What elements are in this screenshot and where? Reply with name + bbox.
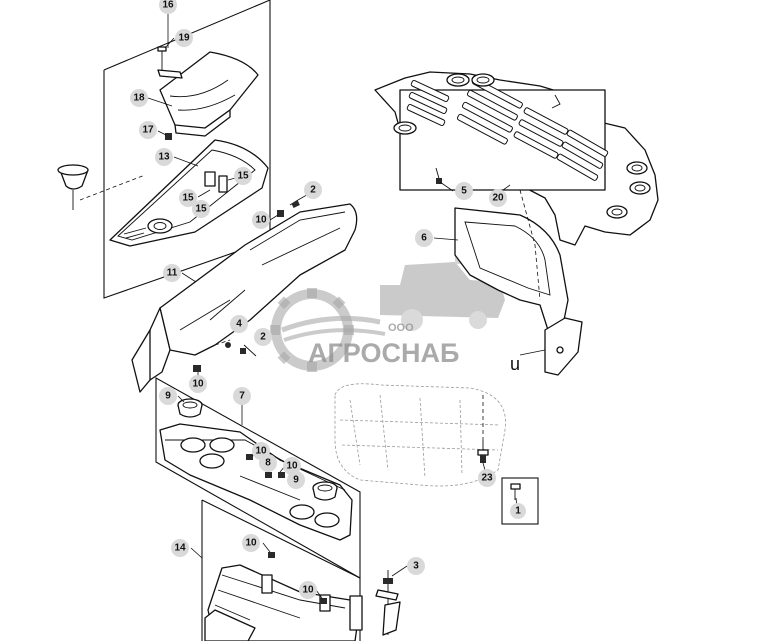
svg-text:1: 1 [515,506,521,517]
knob-part[interactable] [57,164,146,210]
callout-15-b[interactable]: 15 [179,189,197,207]
callout-2-lower[interactable]: 2 [254,328,272,346]
side-panel-part[interactable] [454,207,583,376]
svg-text:2: 2 [310,185,316,196]
watermark-prefix: ООО [388,322,414,334]
callout-7[interactable]: 7 [233,387,251,405]
callout-11[interactable]: 11 [163,264,181,282]
callout-5[interactable]: 5 [455,182,473,200]
svg-text:8: 8 [265,458,271,469]
rear-deck-part[interactable] [374,71,659,246]
callout-19[interactable]: 19 [175,29,193,47]
svg-text:10: 10 [255,446,267,457]
svg-text:5: 5 [461,186,467,197]
svg-text:18: 18 [133,93,145,104]
callout-2-upper[interactable]: 2 [304,181,322,199]
svg-text:4: 4 [236,319,242,330]
callout-18[interactable]: 18 [130,89,148,107]
svg-text:10: 10 [302,585,314,596]
callout-20[interactable]: 20 [489,189,507,207]
watermark-name: АГРОСНАБ [308,338,459,368]
nut-part-17[interactable] [165,133,172,140]
pin-part-4[interactable] [214,339,231,348]
callout-15-c[interactable]: 15 [192,200,210,218]
svg-text:20: 20 [492,193,504,204]
lower-tray-part[interactable] [204,564,363,641]
callout-4[interactable]: 4 [230,315,248,333]
callout-8[interactable]: 8 [259,454,277,472]
screw-part-5[interactable] [435,167,442,184]
svg-text:3: 3 [413,561,419,572]
callout-10-console[interactable]: 10 [189,375,207,393]
callout-labels: 16 19 18 17 13 15 15 15 [130,0,526,599]
callout-16[interactable]: 16 [159,0,177,14]
svg-text:15: 15 [182,193,194,204]
pin-part-2-lower[interactable] [240,344,257,357]
stray-letter: u [510,354,520,374]
svg-text:16: 16 [162,0,174,11]
callout-9-lower[interactable]: 9 [287,471,305,489]
svg-text:15: 15 [195,204,207,215]
svg-text:2: 2 [260,332,266,343]
svg-text:10: 10 [286,461,298,472]
callout-17[interactable]: 17 [139,121,157,139]
gear-logo-icon [270,288,386,372]
deck-cupholders [393,73,651,219]
svg-text:15: 15 [237,171,249,182]
callout-10-upper[interactable]: 10 [252,211,270,229]
svg-text:11: 11 [167,268,178,279]
callout-10-panel-b[interactable]: 10 [283,457,301,475]
callout-10-tray-a[interactable]: 10 [242,534,260,552]
side-console-panel-part[interactable] [131,203,358,393]
callout-13[interactable]: 13 [155,148,173,166]
clip-part-10-upper[interactable] [277,210,284,217]
callout-14[interactable]: 14 [171,539,189,557]
callout-9-upper[interactable]: 9 [159,387,177,405]
screw-part-19[interactable] [157,46,183,79]
callout-15-a[interactable]: 15 [234,167,252,185]
callout-10-tray-b[interactable]: 10 [299,581,317,599]
svg-text:9: 9 [165,391,171,402]
cupholder-insert-part-9b[interactable] [312,481,338,501]
svg-text:9: 9 [293,475,299,486]
cupholder-insert-part-9a[interactable] [177,398,203,418]
agrosnab-watermark: ООО АГРОСНАБ [270,250,505,372]
callout-3[interactable]: 3 [407,557,425,575]
svg-text:13: 13 [158,152,170,163]
callout-23[interactable]: 23 [478,469,496,487]
ghost-housing [334,383,506,487]
callout-1[interactable]: 1 [510,503,526,519]
callout-6[interactable]: 6 [415,229,433,247]
clip-part-10-tray[interactable] [268,552,327,604]
svg-text:10: 10 [255,215,267,226]
svg-text:23: 23 [481,473,493,484]
clip-part-10-console[interactable] [193,365,201,372]
svg-text:10: 10 [192,379,204,390]
svg-text:14: 14 [174,543,186,554]
fasteners-part-8-10[interactable] [246,454,285,478]
pin-part-2-upper[interactable] [289,199,300,208]
svg-text:6: 6 [421,233,427,244]
svg-text:7: 7 [239,391,245,402]
svg-text:10: 10 [245,538,257,549]
screw-part-1[interactable] [501,477,539,525]
svg-text:17: 17 [142,125,154,136]
bolt-part-3[interactable] [375,570,401,636]
bolt-part-23[interactable] [477,440,489,463]
svg-text:19: 19 [178,33,190,44]
combine-harvester-icon [380,250,505,331]
armrest-cushion-part[interactable] [159,51,259,137]
cupholder-panel-part[interactable] [159,423,353,541]
